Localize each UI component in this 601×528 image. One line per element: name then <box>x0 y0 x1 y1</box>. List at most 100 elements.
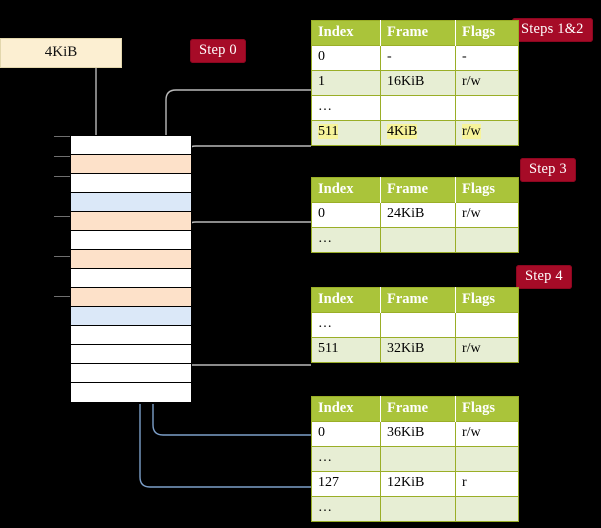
column-header-flags: Flags <box>455 20 519 46</box>
cell-flags <box>455 495 519 522</box>
wire-l3-row0 <box>185 221 311 260</box>
cell-flags: r/w <box>455 119 519 146</box>
cell-flags: - <box>455 44 519 71</box>
cell-frame <box>380 94 456 121</box>
column-header-frame: Frame <box>380 177 456 203</box>
cell-index: … <box>311 495 381 522</box>
cell-frame <box>380 445 456 472</box>
frame-slot-5 <box>71 231 191 250</box>
cell-index: … <box>311 226 381 253</box>
frame-slot-2 <box>71 174 191 193</box>
frame-slot-10 <box>71 326 191 345</box>
cell-frame: 32KiB <box>380 336 456 363</box>
cell-index: 0 <box>311 44 381 71</box>
column-header-index: Index <box>311 20 381 46</box>
physical-frame-column <box>70 135 192 404</box>
frame-slot-12 <box>71 364 191 383</box>
table-row: … <box>311 495 519 522</box>
column-header-frame: Frame <box>380 20 456 46</box>
cell-frame: 4KiB <box>380 119 456 146</box>
cell-index: … <box>311 311 381 338</box>
cell-frame <box>380 226 456 253</box>
cell-index: 127 <box>311 470 381 497</box>
cell-text: 511 <box>318 123 339 139</box>
frame-slot-4 <box>71 212 191 231</box>
cell-flags: r/w <box>455 201 519 228</box>
cell-index: 1 <box>311 69 381 96</box>
frame-slot-13 <box>71 383 191 402</box>
step-badge-step0: Step 0 <box>190 39 246 63</box>
column-header-flags: Flags <box>455 396 519 422</box>
column-header-frame: Frame <box>380 287 456 313</box>
cell-frame <box>380 311 456 338</box>
step-badge-steps1and2: Steps 1&2 <box>512 18 593 42</box>
cell-index: 511 <box>311 119 381 146</box>
cell-flags <box>455 445 519 472</box>
cell-frame <box>380 495 456 522</box>
table-row: … <box>311 94 519 121</box>
frame-slot-1 <box>71 155 191 174</box>
table-row: 0-- <box>311 44 519 71</box>
cell-index: 511 <box>311 336 381 363</box>
table-row: … <box>311 445 519 472</box>
frame-tick-2 <box>54 176 70 177</box>
frame-slot-8 <box>71 288 191 307</box>
column-header-index: Index <box>311 177 381 203</box>
cell-flags: r/w <box>455 336 519 363</box>
frame-tick-8 <box>54 296 70 297</box>
cell-frame: - <box>380 44 456 71</box>
source-size-box: 4KiB <box>0 38 122 68</box>
cell-flags <box>455 94 519 121</box>
frame-tick-0 <box>54 136 70 137</box>
cell-index: 0 <box>311 201 381 228</box>
cell-frame: 36KiB <box>380 420 456 447</box>
frame-slot-0 <box>71 136 191 155</box>
cell-index: … <box>311 94 381 121</box>
table-row: … <box>311 311 519 338</box>
wire-l2-row511 <box>175 310 311 366</box>
frame-tick-1 <box>54 156 70 157</box>
column-header-flags: Flags <box>455 177 519 203</box>
cell-text: r/w <box>462 123 481 139</box>
frame-slot-9 <box>71 307 191 326</box>
frame-slot-11 <box>71 345 191 364</box>
column-header-index: Index <box>311 396 381 422</box>
cell-flags <box>455 311 519 338</box>
frame-slot-3 <box>71 193 191 212</box>
column-header-flags: Flags <box>455 287 519 313</box>
cell-index: … <box>311 445 381 472</box>
cell-flags: r/w <box>455 69 519 96</box>
frame-slot-6 <box>71 250 191 269</box>
step-badge-step4: Step 4 <box>516 265 572 289</box>
frame-tick-4 <box>54 216 70 217</box>
step-badge-step3: Step 3 <box>520 158 576 182</box>
table-row: 511 4KiB r/w <box>311 119 519 146</box>
cell-flags: r/w <box>455 420 519 447</box>
cell-frame: 16KiB <box>380 69 456 96</box>
cell-flags <box>455 226 519 253</box>
cell-index: 0 <box>311 420 381 447</box>
frame-tick-6 <box>54 256 70 257</box>
cell-text: 4KiB <box>387 123 418 139</box>
frame-slot-7 <box>71 269 191 288</box>
column-header-index: Index <box>311 287 381 313</box>
cell-frame: 24KiB <box>380 201 456 228</box>
column-header-frame: Frame <box>380 396 456 422</box>
table-row: … <box>311 226 519 253</box>
wire-l4-row511 <box>185 145 311 222</box>
cell-flags: r <box>455 470 519 497</box>
